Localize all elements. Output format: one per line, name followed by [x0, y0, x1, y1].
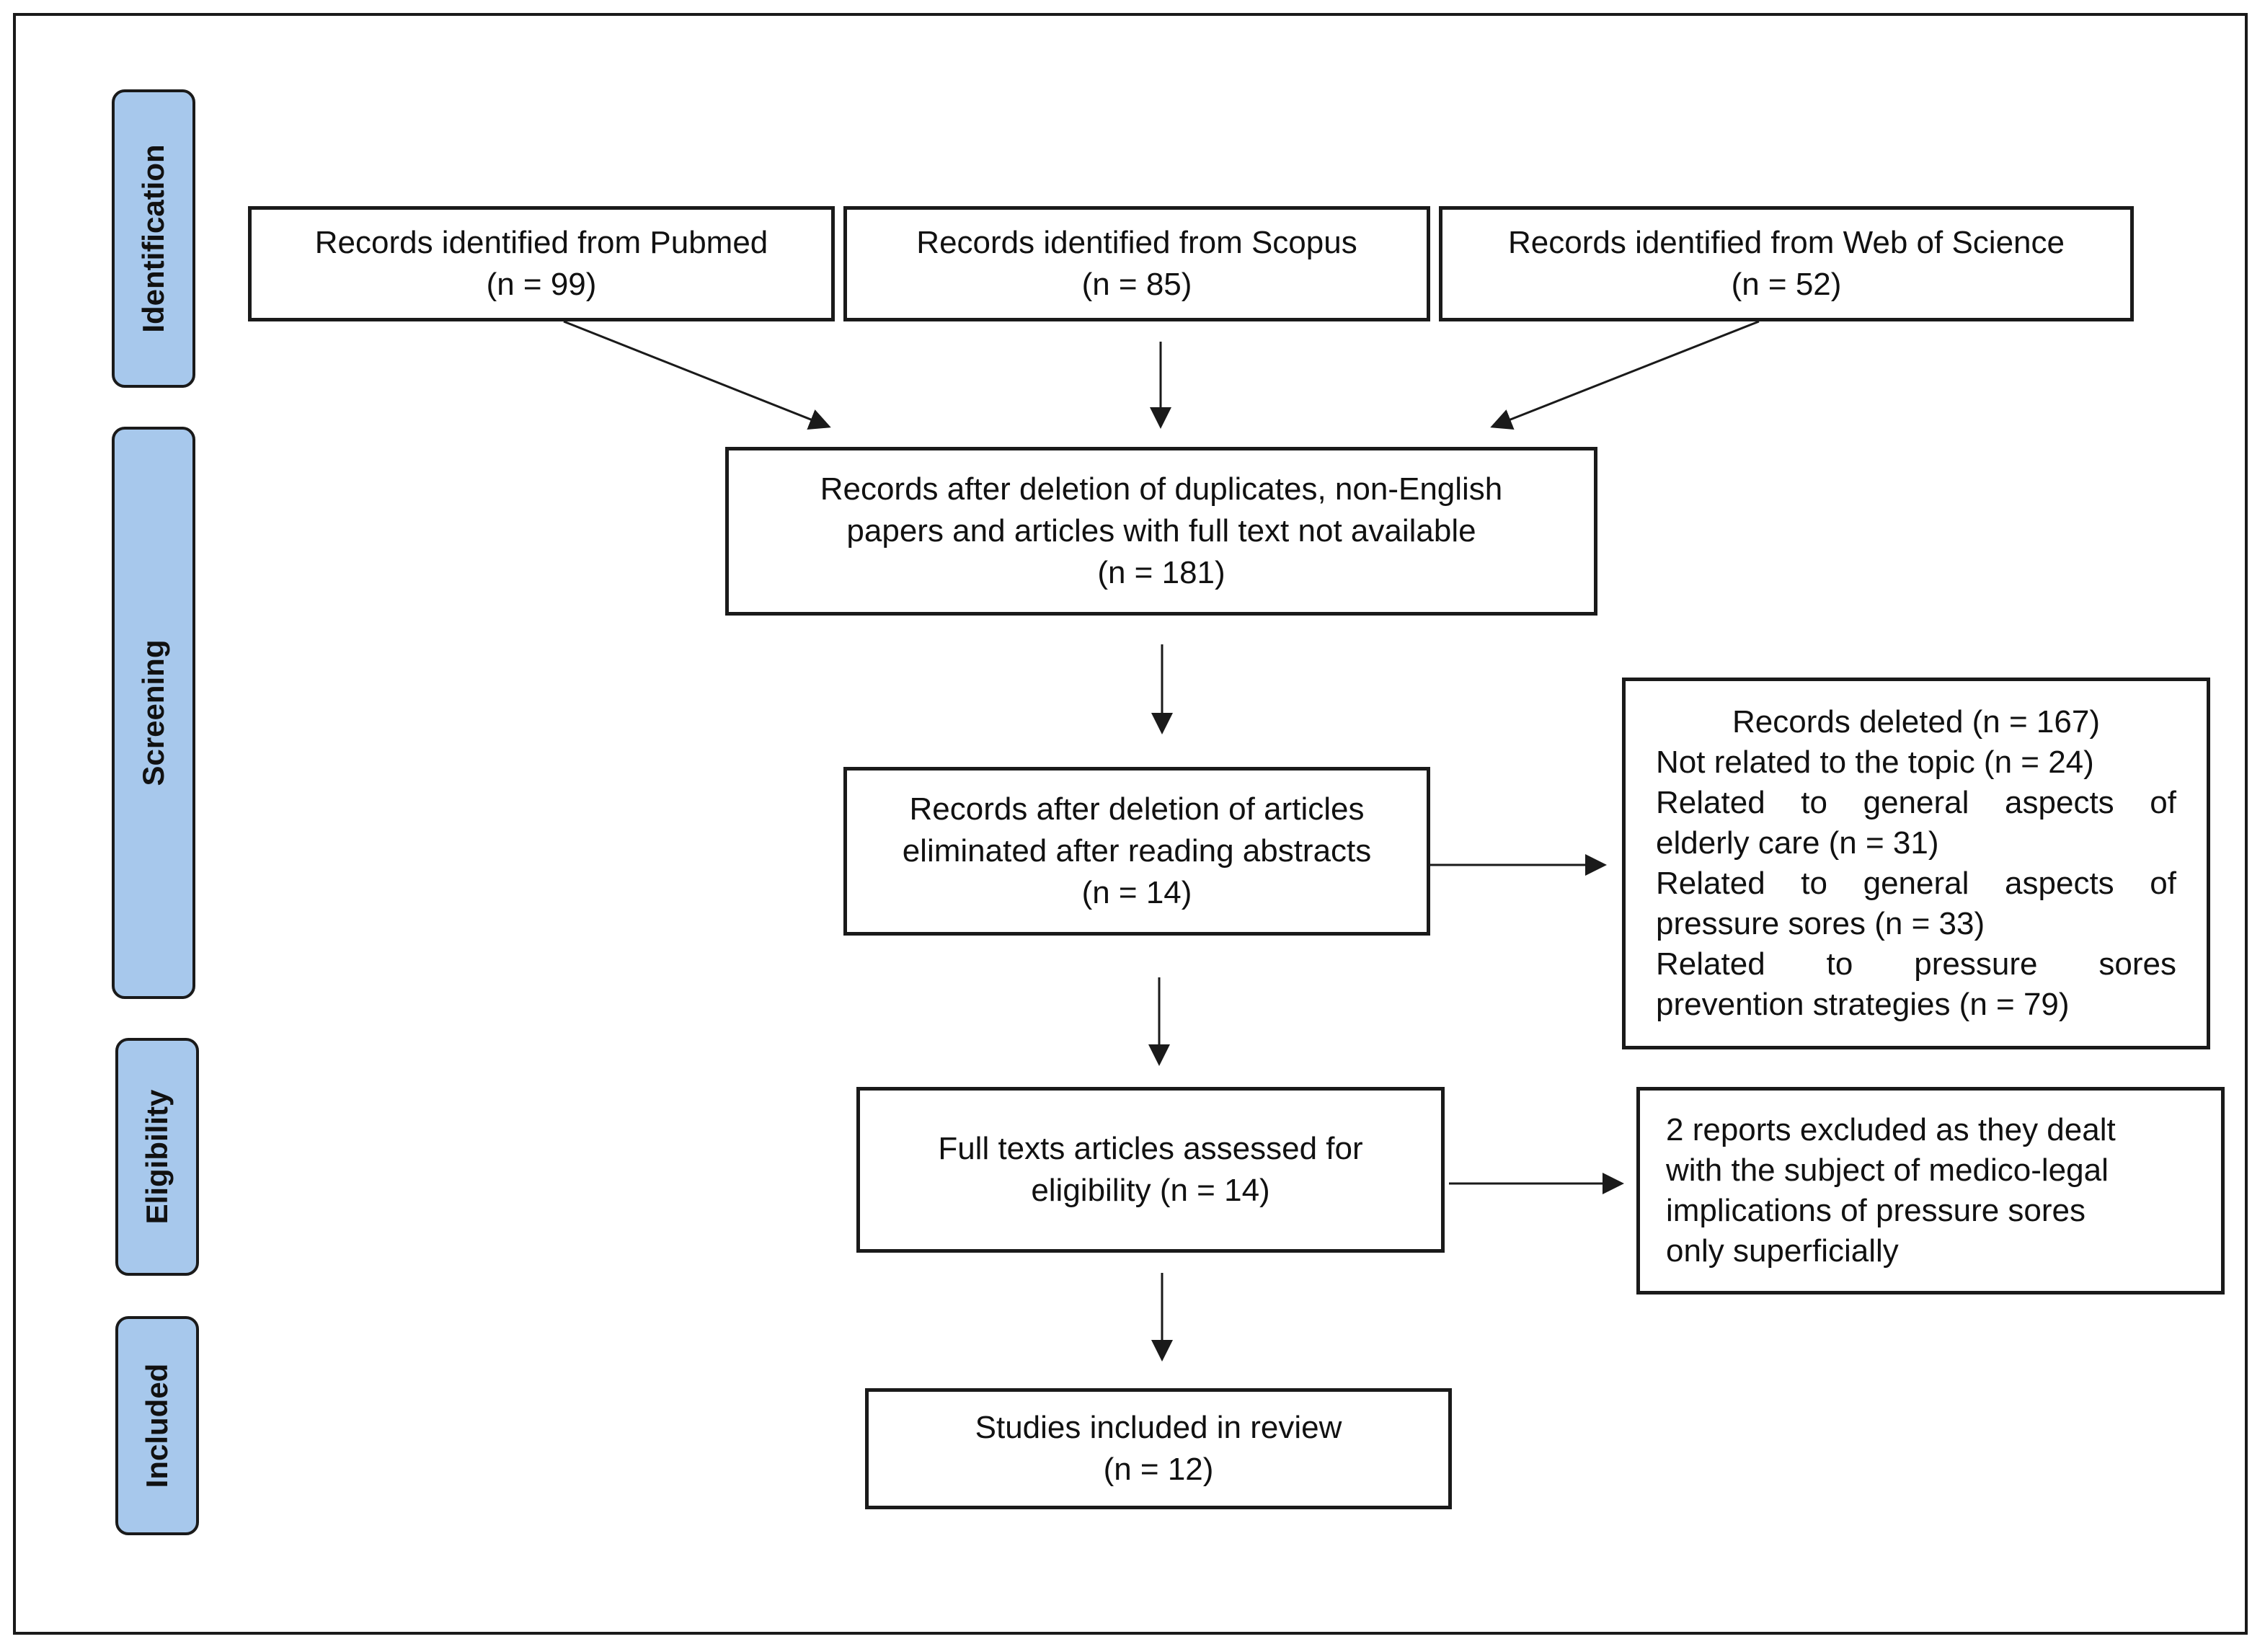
figure-frame — [13, 13, 2248, 1635]
stage-identification: Identification — [112, 89, 195, 388]
after-duplicates-line1: Records after deletion of duplicates, no… — [820, 471, 1503, 507]
deleted-reason-elderly-2: elderly care (n = 31) — [1656, 825, 1939, 861]
excluded-line2: with the subject of medico-legal — [1666, 1153, 2109, 1188]
box-after-duplicates: Records after deletion of duplicates, no… — [725, 447, 1597, 616]
after-duplicates-line2: papers and articles with full text not a… — [846, 513, 1476, 549]
included-line1: Studies included in review — [975, 1410, 1342, 1445]
box-reports-excluded: 2 reports excluded as they dealt with th… — [1636, 1087, 2225, 1294]
deleted-reason-sores-2: pressure sores (n = 33) — [1656, 906, 1985, 941]
pubmed-label: Records identified from Pubmed — [314, 225, 768, 260]
box-after-abstracts: Records after deletion of articles elimi… — [843, 767, 1430, 936]
excluded-line3: implications of pressure sores — [1666, 1193, 2086, 1228]
deleted-reason-sores-1: Related to general aspects of — [1656, 866, 2176, 901]
after-duplicates-count: (n = 181) — [1097, 555, 1225, 590]
excluded-line1: 2 reports excluded as they dealt — [1666, 1112, 2116, 1147]
scopus-count: (n = 85) — [1081, 267, 1192, 302]
arrow-wos-to-screening — [1490, 320, 1760, 430]
stage-eligibility: Eligibility — [115, 1038, 199, 1276]
wos-count: (n = 52) — [1731, 267, 1842, 302]
included-count: (n = 12) — [1103, 1452, 1214, 1487]
pubmed-count: (n = 99) — [486, 267, 597, 302]
arrow-pubmed-to-screening — [563, 320, 831, 430]
stage-included: Included — [115, 1316, 199, 1535]
assessed-line2: eligibility (n = 14) — [1031, 1173, 1270, 1208]
after-abstracts-line2: eliminated after reading abstracts — [902, 833, 1372, 869]
deleted-reason-elderly-1: Related to general aspects of — [1656, 785, 2176, 820]
excluded-line4: only superficially — [1666, 1233, 1899, 1269]
box-scopus: Records identified from Scopus (n = 85) — [843, 206, 1430, 321]
wos-label: Records identified from Web of Science — [1508, 225, 2065, 260]
box-full-text-assessed: Full texts articles assessed for eligibi… — [856, 1087, 1445, 1253]
assessed-line1: Full texts articles assessed for — [938, 1131, 1363, 1166]
after-abstracts-line1: Records after deletion of articles — [909, 791, 1365, 827]
deleted-reason-topic: Not related to the topic (n = 24) — [1656, 745, 2094, 780]
box-studies-included: Studies included in review (n = 12) — [865, 1388, 1452, 1509]
box-pubmed: Records identified from Pubmed (n = 99) — [248, 206, 835, 321]
box-web-of-science: Records identified from Web of Science (… — [1439, 206, 2134, 321]
deleted-reason-prevention-1: Related to pressure sores — [1656, 946, 2176, 982]
box-records-deleted: Records deleted (n = 167) Not related to… — [1622, 678, 2210, 1049]
deleted-reason-prevention-2: prevention strategies (n = 79) — [1656, 987, 2070, 1022]
after-abstracts-count: (n = 14) — [1081, 875, 1192, 910]
scopus-label: Records identified from Scopus — [916, 225, 1357, 260]
stage-screening: Screening — [112, 427, 195, 999]
deleted-title: Records deleted (n = 167) — [1732, 704, 2100, 740]
